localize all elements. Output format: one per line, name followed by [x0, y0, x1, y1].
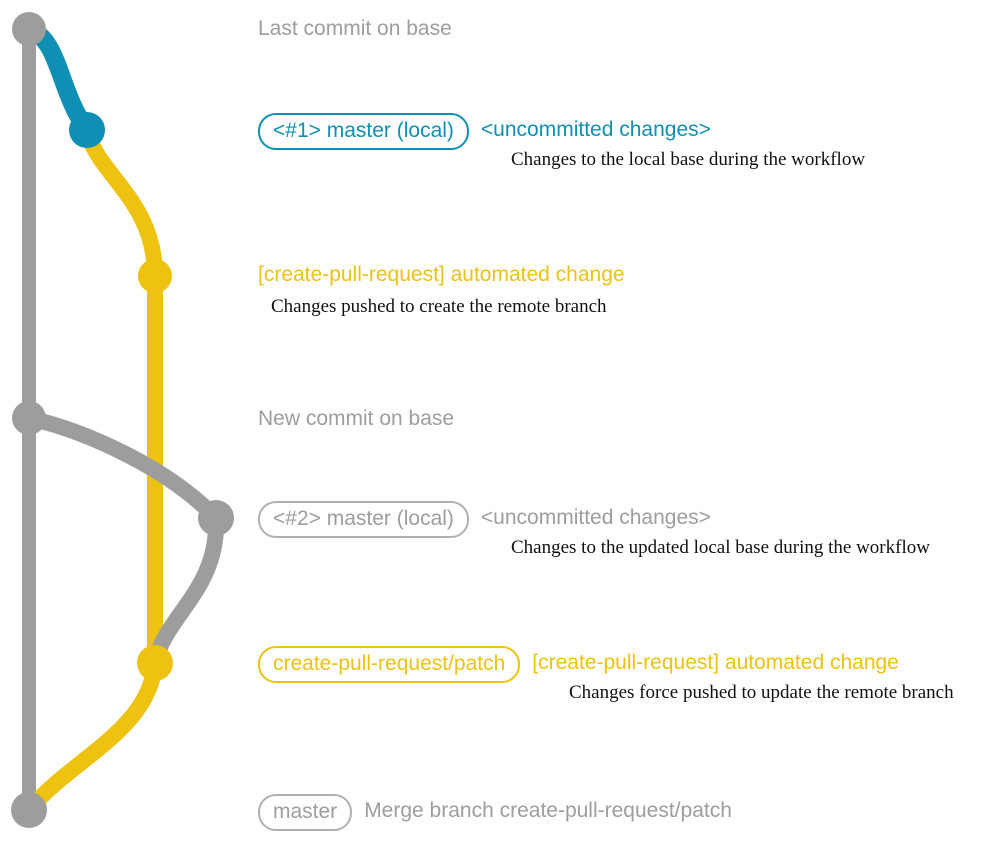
commit-subject-merge-branch: Merge branch create-pull-request/patch — [364, 799, 732, 822]
commit-subject-create-pull-request-patch: [create-pull-request] automated change — [532, 651, 899, 674]
branch-badge-create-pull-request-patch[interactable]: create-pull-request/patch — [258, 646, 521, 684]
node-create-pull-request-automated-change[interactable] — [138, 259, 172, 293]
commit-subject-create-pull-request-automated-change: [create-pull-request] automated change — [258, 263, 625, 286]
commit-row-merge-branch: master Merge branch create-pull-request/… — [258, 794, 732, 832]
commit-row-create-pull-request-patch: create-pull-request/patch [create-pull-r… — [258, 646, 899, 684]
commit-description-master-local-1: Changes to the local base during the wor… — [511, 149, 866, 170]
commit-description-master-local-2: Changes to the updated local base during… — [511, 537, 930, 558]
node-new-commit-on-base[interactable] — [12, 401, 46, 435]
commit-description-create-pull-request-automated-change: Changes pushed to create the remote bran… — [271, 296, 607, 317]
node-last-commit-on-base[interactable] — [12, 12, 46, 46]
remote-merge-path — [21, 655, 163, 818]
branch-badge-master[interactable]: master — [258, 794, 353, 832]
node-merge-branch[interactable] — [11, 792, 47, 828]
commit-description-create-pull-request-patch: Changes force pushed to update the remot… — [569, 682, 954, 703]
branch-badge-master-local-2[interactable]: <#2> master (local) — [258, 501, 469, 539]
updated-local-to-patch-path — [147, 510, 225, 671]
commit-subject-master-local-2: <uncommitted changes> — [480, 506, 711, 529]
node-master-local-2[interactable] — [198, 500, 234, 536]
remote-branch-path — [79, 122, 163, 671]
commit-subject-master-local-1: <uncommitted changes> — [480, 118, 711, 141]
commit-subject-last-commit-on-base: Last commit on base — [258, 17, 452, 40]
commit-row-master-local-2: <#2> master (local) <uncommitted changes… — [258, 501, 711, 539]
branch-badge-master-local-1[interactable]: <#1> master (local) — [258, 113, 469, 151]
node-master-local-1[interactable] — [69, 112, 105, 148]
commit-row-master-local-1: <#1> master (local) <uncommitted changes… — [258, 113, 711, 151]
updated-local-branch-path — [21, 410, 224, 526]
node-create-pull-request-patch[interactable] — [137, 645, 173, 681]
commit-subject-new-commit-on-base: New commit on base — [258, 407, 455, 430]
